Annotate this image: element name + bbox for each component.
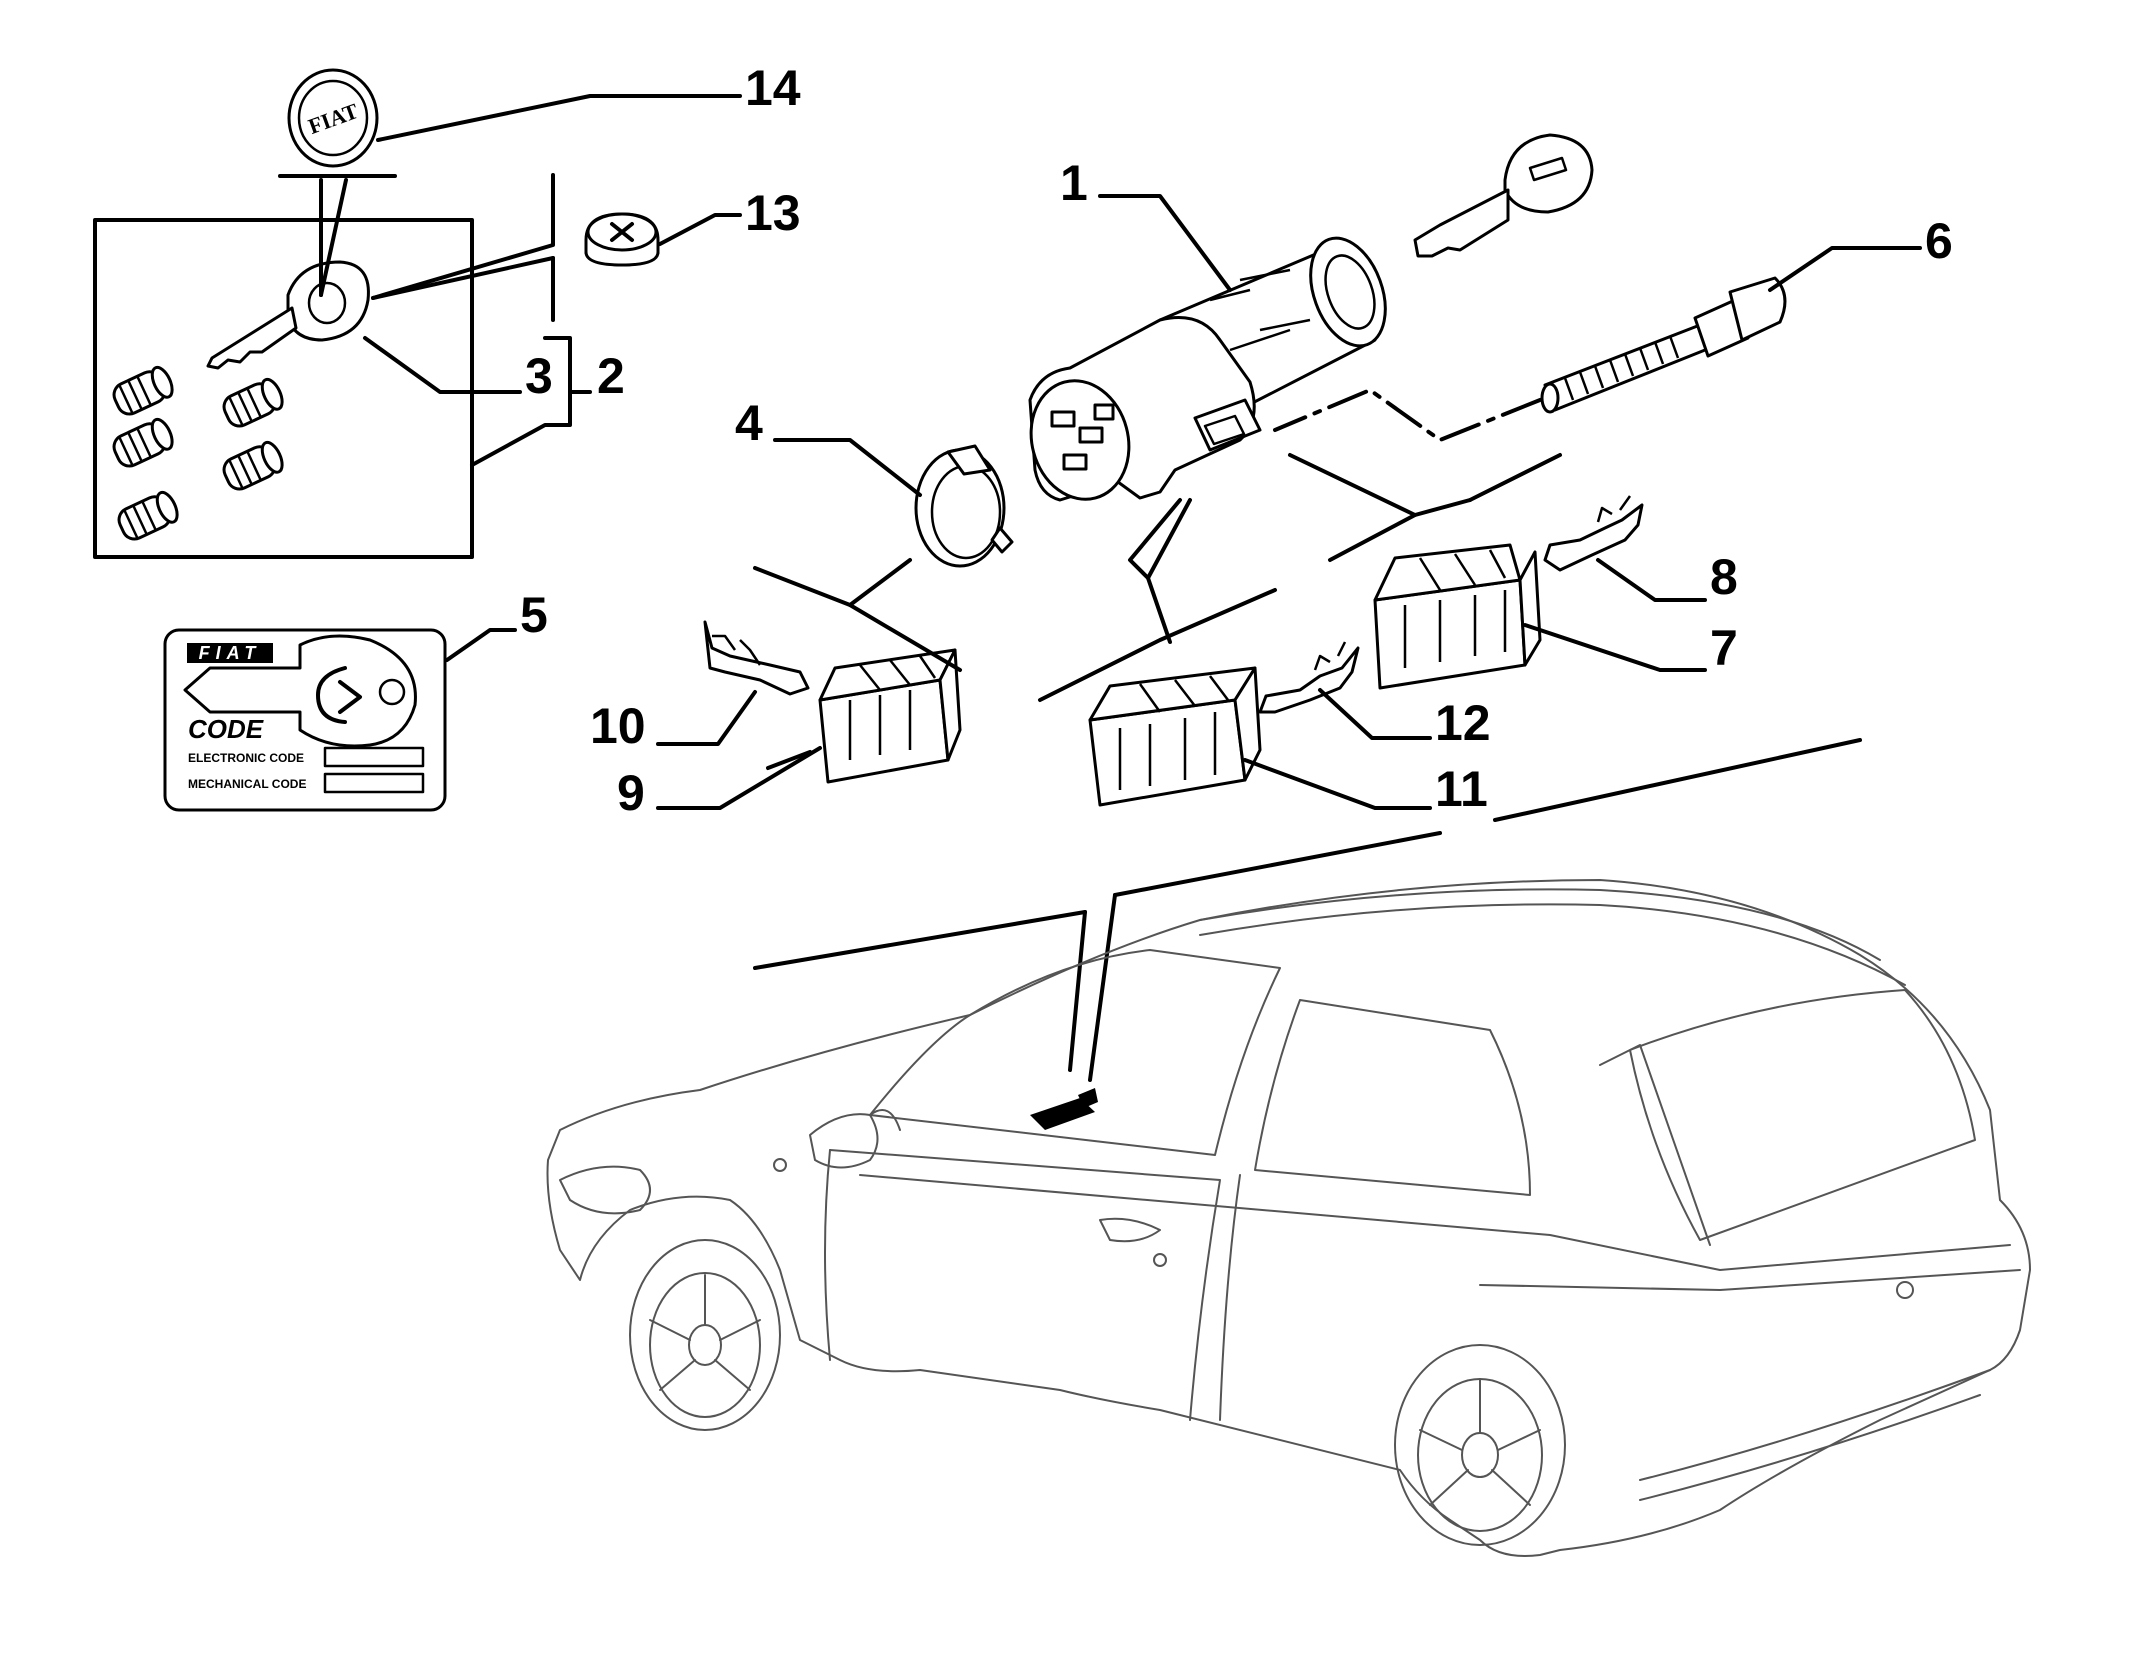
callout-13: 13 [745, 185, 801, 241]
callout-11: 11 [1435, 761, 1488, 817]
callout-1: 1 [1060, 155, 1088, 211]
terminal-part-12 [1258, 641, 1360, 714]
callout-4: 4 [735, 395, 763, 451]
key-part-3 [206, 260, 370, 370]
connector-part-11 [1088, 666, 1262, 807]
code-card-brand: FIAT [199, 643, 262, 663]
connector-part-9 [818, 648, 962, 784]
retaining-ring-part-4 [914, 444, 1014, 568]
callout-labels: 14 13 1 6 3 2 4 5 8 7 10 12 9 11 [520, 60, 1953, 821]
connector-part-7 [1373, 543, 1542, 690]
lock-cylinders [112, 365, 284, 541]
fiat-badge-part-14: FIAT [287, 68, 379, 168]
shear-bolt-part-6 [1540, 276, 1787, 414]
callout-10: 10 [590, 698, 646, 754]
callout-8: 8 [1710, 549, 1738, 605]
button-cap-part-13 [584, 212, 660, 267]
terminal-part-8 [1543, 495, 1644, 572]
electronic-code-label: ELECTRONIC CODE [188, 751, 304, 765]
ignition-key [1413, 133, 1594, 258]
callout-6: 6 [1925, 213, 1953, 269]
callout-12: 12 [1435, 695, 1491, 751]
terminal-part-10 [703, 620, 810, 696]
car-outline [546, 879, 2031, 1557]
callout-5: 5 [520, 587, 548, 643]
callout-3: 3 [525, 348, 553, 404]
ignition-switch-part-1 [1028, 236, 1387, 502]
code-card-part-5: FIAT CODE ELECTRONIC CODE MECHANICAL COD… [163, 628, 447, 812]
callout-9: 9 [617, 765, 645, 821]
lock-kit-part-2 [93, 218, 474, 559]
callout-2: 2 [597, 348, 625, 404]
code-card-title: CODE [188, 714, 264, 744]
mechanical-code-label: MECHANICAL CODE [188, 777, 306, 791]
callout-14: 14 [745, 60, 801, 116]
callout-7: 7 [1710, 620, 1738, 676]
